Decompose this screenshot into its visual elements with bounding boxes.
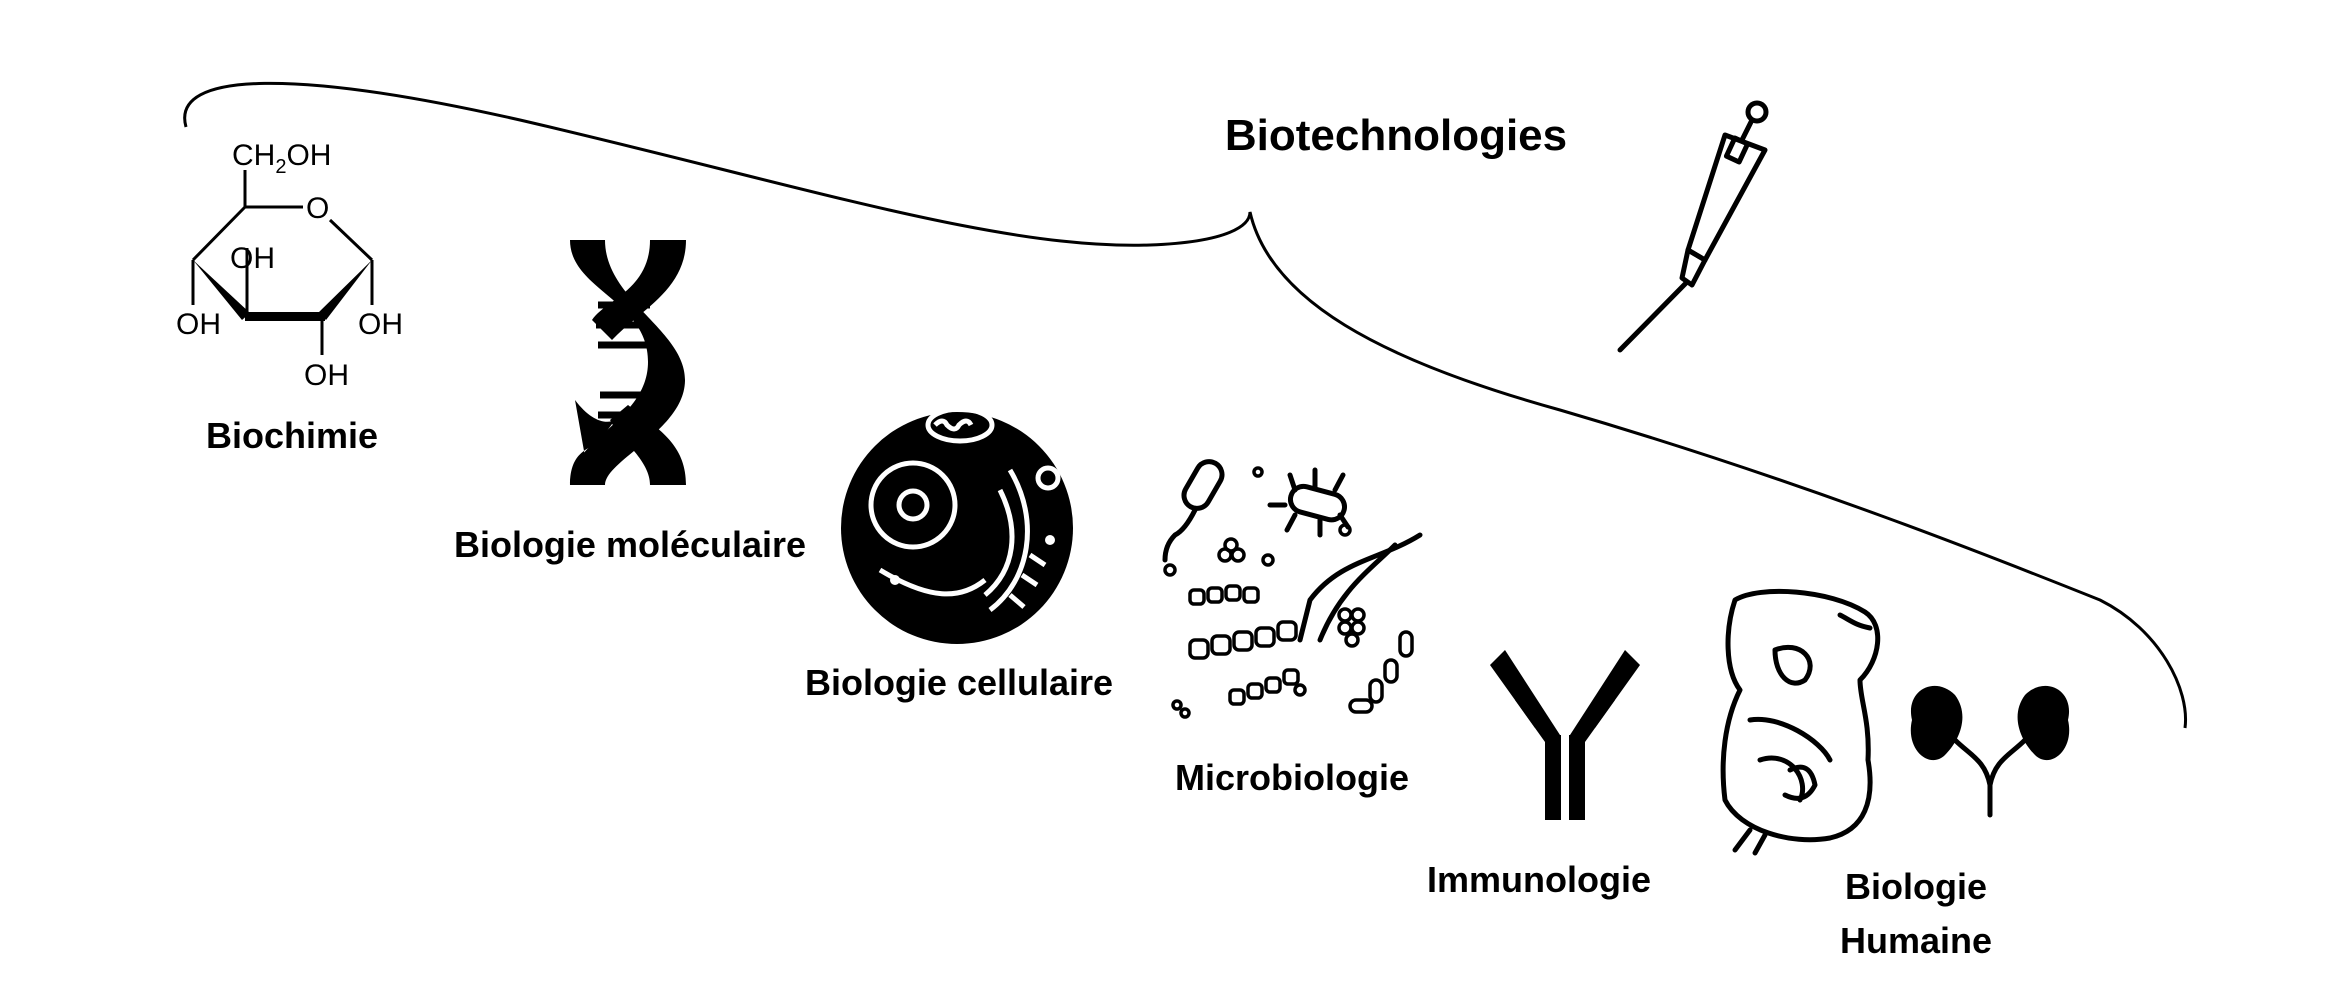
dna-icon bbox=[570, 240, 686, 485]
ring-oxygen: O bbox=[306, 192, 329, 225]
label-immunologie: Immunologie bbox=[1427, 859, 1651, 900]
ch2oh-text: CH2OH bbox=[232, 139, 331, 178]
cell-icon bbox=[841, 406, 1073, 644]
label-biochimie: Biochimie bbox=[206, 415, 378, 456]
brace-curve bbox=[183, 81, 2188, 729]
label-biologie-humaine-line2: Humaine bbox=[1840, 920, 1992, 961]
label-microbiologie: Microbiologie bbox=[1175, 757, 1409, 798]
pipette-icon bbox=[1617, 100, 1769, 353]
oh-label: OH bbox=[304, 359, 349, 392]
oh-label: OH bbox=[176, 308, 221, 341]
label-biologie-cellulaire: Biologie cellulaire bbox=[805, 662, 1113, 703]
label-biologie-moleculaire: Biologie moléculaire bbox=[454, 524, 806, 565]
bacteria-icon bbox=[1162, 459, 1423, 719]
oh-label: OH bbox=[358, 308, 403, 341]
label-biologie-humaine-line1: Biologie bbox=[1845, 866, 1987, 907]
antibody-icon bbox=[1490, 650, 1640, 820]
organs-icon bbox=[1720, 588, 2070, 856]
title: Biotechnologies bbox=[1225, 111, 1567, 160]
oh-label: OH bbox=[230, 242, 275, 275]
glucose-molecule-icon: CH2OH O OH OH OH OH bbox=[176, 139, 403, 392]
